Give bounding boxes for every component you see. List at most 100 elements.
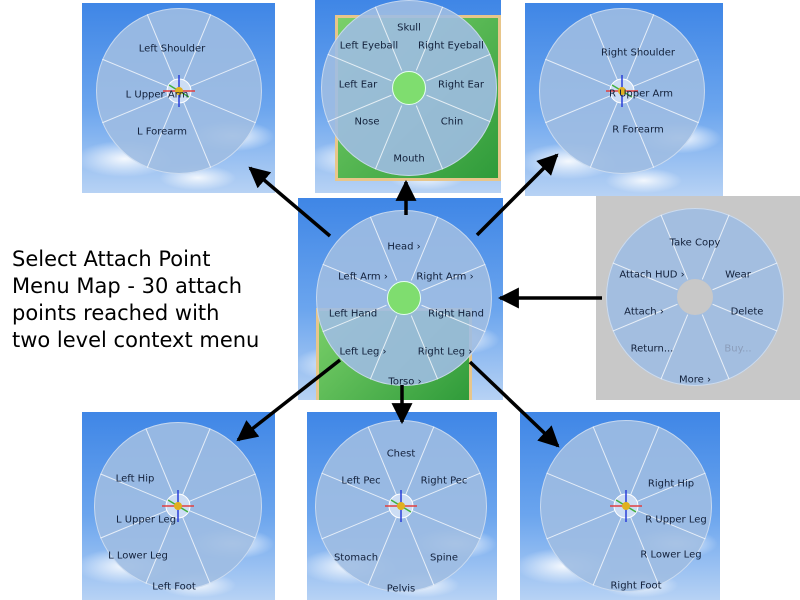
pie-menu-item[interactable]: Delete xyxy=(730,306,764,318)
pie-menu-item[interactable]: Right Hip xyxy=(647,478,695,490)
pie-menu-item[interactable]: Right Hand xyxy=(428,308,484,320)
pie-menu-item[interactable]: Head › xyxy=(387,241,421,253)
pie-menu-item[interactable]: Left Foot xyxy=(152,581,196,593)
pie-divider xyxy=(545,95,612,124)
pie-hub[interactable] xyxy=(392,71,426,105)
pie-divider xyxy=(145,516,174,584)
pie-divider xyxy=(183,14,212,81)
pie-menu-item[interactable]: Left Ear xyxy=(338,79,378,91)
pie-menu-item[interactable]: Chest xyxy=(386,448,416,460)
pie-dividers xyxy=(100,428,256,584)
pie-menu-item[interactable]: Left Hip xyxy=(115,473,155,485)
pie-divider xyxy=(426,94,491,123)
pie-menu-item[interactable]: R Upper Arm xyxy=(608,88,674,100)
pie-menu-item[interactable]: Left Eyeball xyxy=(339,40,399,52)
pie-divider xyxy=(189,58,256,87)
pie-menu-item[interactable]: Attach › xyxy=(624,306,664,318)
pie-menu-item[interactable]: Pelvis xyxy=(386,583,416,595)
pie-menu-item[interactable]: Nose xyxy=(354,116,380,128)
pie-divider xyxy=(367,516,397,586)
right-arm-panel: Right Shoulder R Upper Arm R Forearm xyxy=(525,3,723,196)
left-arm-pie-menu: Left Shoulder L Upper Arm L Forearm xyxy=(96,8,262,174)
pie-dividers xyxy=(322,216,486,380)
pie-divider xyxy=(592,516,622,586)
pie-hub[interactable] xyxy=(677,279,713,315)
pie-divider xyxy=(411,472,481,502)
pie-divider xyxy=(712,262,778,291)
pie-divider xyxy=(415,6,444,71)
pie-divider xyxy=(327,94,392,123)
pie-divider xyxy=(612,303,678,332)
pie-menu-item[interactable]: Left Leg › xyxy=(339,346,387,358)
pie-menu-item[interactable]: R Lower Leg xyxy=(640,549,702,561)
pie-divider xyxy=(405,516,435,586)
pie-divider xyxy=(145,428,174,496)
pie-menu-item[interactable]: Wear xyxy=(725,269,751,281)
pie-divider xyxy=(701,214,730,280)
pie-menu-item[interactable]: Stomach xyxy=(333,552,379,564)
pie-divider xyxy=(415,105,444,170)
pie-divider xyxy=(374,105,403,170)
pie-divider xyxy=(405,426,435,496)
pie-divider xyxy=(426,53,491,82)
pie-menu-item[interactable]: L Upper Arm xyxy=(125,89,189,101)
pie-menu-item[interactable]: Right Pec xyxy=(420,475,468,487)
pie-divider xyxy=(410,315,439,380)
pie-divider xyxy=(592,426,622,496)
pie-divider xyxy=(626,101,655,168)
pie-divider xyxy=(632,58,699,87)
pie-divider xyxy=(322,263,387,292)
pie-menu-item[interactable]: Chin xyxy=(440,116,464,128)
pie-divider xyxy=(189,95,256,124)
pie-menu-item[interactable]: Left Pec xyxy=(341,475,381,487)
pie-menu-item[interactable]: L Lower Leg xyxy=(108,550,168,562)
pie-divider xyxy=(100,510,168,539)
pie-dividers xyxy=(102,14,256,168)
pie-menu-item[interactable]: Take Copy xyxy=(669,237,721,249)
right-arm-pie-menu: Right Shoulder R Upper Arm R Forearm xyxy=(539,8,705,174)
pie-divider xyxy=(632,95,699,124)
pie-menu-item[interactable]: Skull xyxy=(397,22,421,34)
axis-gizmo-center xyxy=(174,502,182,510)
axis-gizmo-center xyxy=(397,502,405,510)
pie-dividers xyxy=(545,14,699,168)
pie-divider xyxy=(369,315,398,380)
pie-menu-item[interactable]: Left Shoulder xyxy=(138,43,206,55)
pie-menu-item[interactable]: Mouth xyxy=(393,153,425,165)
pie-divider xyxy=(188,473,256,502)
pie-dividers xyxy=(612,214,778,380)
pie-menu-item[interactable]: Left Arm › xyxy=(338,271,388,283)
pie-menu-item[interactable]: L Upper Leg xyxy=(115,514,177,526)
pie-menu-item[interactable]: More › xyxy=(679,374,711,386)
pie-hub[interactable] xyxy=(387,281,421,315)
pie-menu-item[interactable]: Right Foot xyxy=(610,580,662,592)
pie-menu-item[interactable]: Right Ear xyxy=(437,79,485,91)
pie-menu-item[interactable]: Attach HUD › xyxy=(619,269,685,281)
pie-menu-item[interactable]: L Forearm xyxy=(136,126,188,138)
pie-menu-item[interactable]: R Forearm xyxy=(612,124,664,136)
pie-menu-item[interactable]: Return... xyxy=(630,343,674,355)
pie-menu-item[interactable]: Buy... xyxy=(724,343,752,355)
pie-menu-item[interactable]: Right Eyeball xyxy=(418,40,484,52)
pie-divider xyxy=(182,428,211,496)
pie-divider xyxy=(188,510,256,539)
pie-menu-item[interactable]: Right Shoulder xyxy=(600,47,676,59)
pie-menu-item[interactable]: Left Hand xyxy=(328,308,378,320)
pie-divider xyxy=(374,6,403,71)
pie-divider xyxy=(146,14,175,81)
pie-menu-item[interactable]: Spine xyxy=(430,552,458,564)
pie-menu-item[interactable]: Right Leg › xyxy=(417,346,473,358)
left-arm-panel: Left Shoulder L Upper Arm L Forearm xyxy=(82,3,275,193)
pie-divider xyxy=(630,426,660,496)
pie-divider xyxy=(660,314,689,380)
pie-divider xyxy=(545,58,612,87)
pie-menu-item[interactable]: Torso › xyxy=(388,376,422,388)
pie-divider xyxy=(183,101,212,168)
pie-divider xyxy=(660,214,689,280)
pie-menu-item[interactable]: Right Arm › xyxy=(416,271,474,283)
pie-menu-item[interactable]: R Upper Leg xyxy=(645,514,707,526)
